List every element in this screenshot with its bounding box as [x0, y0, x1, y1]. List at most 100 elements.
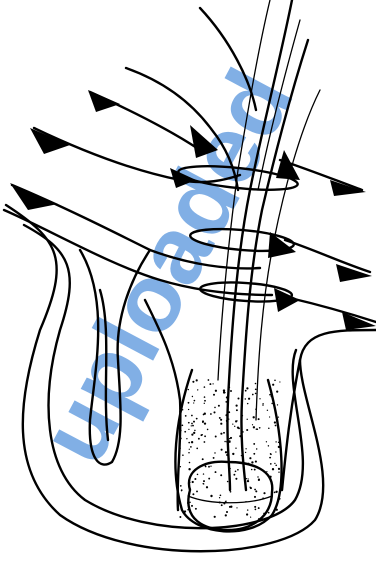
stipple-dot [191, 423, 193, 425]
stipple-dot [208, 379, 210, 381]
stipple-dot [202, 421, 204, 423]
stipple-dot [255, 388, 257, 390]
stipple-dot [226, 511, 228, 513]
stipple-dot [226, 396, 228, 398]
stipple-dot [213, 394, 215, 396]
stipple-dot [197, 474, 199, 476]
stipple-dot [275, 425, 277, 427]
stipple-dot [252, 424, 253, 425]
papilla-band [188, 496, 272, 503]
stipple-dot [239, 435, 241, 437]
stipple-dot [191, 415, 193, 417]
stipple-dot [181, 405, 183, 407]
stipple-dot [256, 428, 258, 430]
stipple-dot [189, 488, 191, 490]
stipple-dot [274, 421, 276, 423]
stipple-dot [237, 469, 239, 471]
stipple-dot [180, 429, 182, 431]
stipple-dot [225, 501, 226, 502]
stipple-dot [258, 479, 260, 481]
stipple-dot [274, 463, 275, 464]
stipple-dot [271, 403, 272, 404]
stipple-dot [247, 480, 249, 482]
stipple-dot [250, 487, 252, 489]
stipple-dot [210, 466, 211, 467]
stipple-dot [269, 394, 271, 396]
stipple-dot [186, 438, 187, 439]
stipple-dot [267, 410, 268, 411]
stipple-dot [272, 384, 274, 386]
stipple-dot [218, 405, 220, 407]
stipple-dot [268, 512, 270, 514]
stipple-dot [229, 387, 231, 389]
stipple-dot [229, 468, 230, 469]
stipple-dot [258, 418, 260, 420]
stipple-dot [250, 517, 251, 518]
stipple-dot [192, 381, 194, 383]
stipple-dot [220, 433, 222, 435]
stipple-dot [258, 518, 259, 519]
stipple-dot [194, 478, 196, 480]
stipple-dot [202, 458, 204, 460]
stipple-dot [188, 402, 190, 404]
stipple-dot [246, 429, 248, 431]
stipple-dot [247, 403, 248, 404]
stipple-dot [254, 506, 256, 508]
stipple-dot [245, 501, 246, 502]
stipple-dot [275, 441, 276, 442]
stipple-dot [236, 405, 238, 407]
stipple-dot [235, 447, 236, 448]
stipple-dot [259, 427, 261, 429]
stipple-dot [242, 391, 244, 393]
stipple-dot [179, 408, 181, 410]
stipple-dot [192, 396, 193, 397]
stipple-dot [223, 389, 225, 391]
stipple-dot [271, 393, 272, 394]
stipple-dot [255, 393, 257, 395]
stipple-dot [182, 454, 184, 456]
stipple-dot [206, 486, 208, 488]
stipple-dot [278, 416, 279, 417]
stipple-dot [233, 474, 235, 476]
stipple-dot [191, 505, 193, 507]
stipple-dot [237, 397, 239, 399]
stipple-dot [204, 400, 206, 402]
stipple-dot [262, 404, 264, 406]
stipple-dot [205, 466, 206, 467]
stipple-dot [204, 422, 206, 424]
stipple-dot [195, 508, 197, 510]
stipple-dot [215, 471, 217, 473]
stipple-dot [254, 489, 256, 491]
stipple-dot [179, 447, 181, 449]
stipple-dot [214, 452, 215, 453]
stipple-dot [193, 432, 195, 434]
stipple-dot [253, 443, 255, 445]
stipple-dot [210, 495, 212, 497]
stipple-dot [235, 470, 237, 472]
stipple-dot [240, 433, 241, 434]
stipple-dot [245, 390, 247, 392]
stipple-dot [268, 445, 269, 446]
stipple-dot [236, 507, 237, 508]
stipple-dot [277, 404, 278, 405]
stipple-dot [243, 471, 244, 472]
stipple-dot [248, 463, 249, 464]
stipple-dot [182, 409, 184, 411]
stipple-dot [269, 416, 270, 417]
stipple-dot [197, 389, 198, 390]
stipple-dot [228, 458, 229, 459]
stipple-dot [270, 463, 272, 465]
stipple-dot [213, 411, 215, 413]
stipple-dot [225, 514, 227, 516]
stipple-dot [254, 469, 256, 471]
stipple-dot [187, 509, 188, 510]
stipple-dot [220, 494, 222, 496]
stipple-dot [193, 402, 194, 403]
stipple-dot [278, 446, 280, 448]
stipple-dot [224, 441, 226, 443]
stipple-dot [188, 422, 190, 424]
stipple-dot [209, 383, 211, 385]
stipple-dot [188, 409, 189, 410]
stipple-dot [266, 471, 267, 472]
